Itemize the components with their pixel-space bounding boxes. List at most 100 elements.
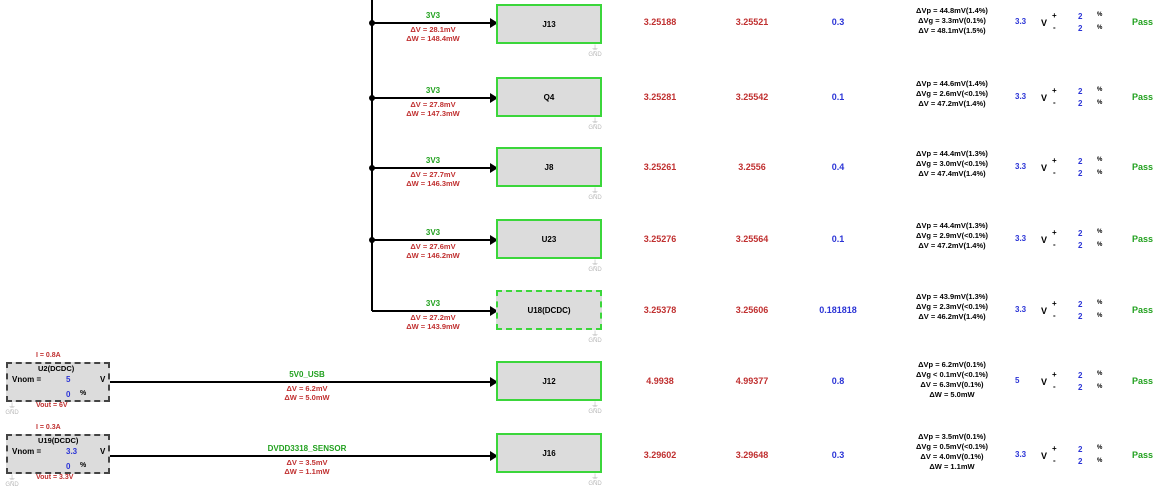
branch-line [372, 239, 492, 241]
branch-line [110, 455, 492, 457]
component-name: J8 [544, 162, 554, 172]
ground-symbol: ⏚GND [585, 331, 605, 345]
tolerance-unit-v: V [1041, 306, 1048, 316]
tolerance-plus-value: 2 [1078, 445, 1083, 454]
component-box[interactable]: Q4 [496, 77, 602, 117]
tolerance-minus-value: 2 [1078, 24, 1083, 33]
ground-label: GND [5, 410, 19, 416]
component-box[interactable]: J16 [496, 433, 602, 473]
tolerance-unit-v: V [1041, 18, 1048, 28]
voltage-value-2: 3.25542 [735, 92, 769, 102]
component-box[interactable]: J12 [496, 361, 602, 401]
tolerance-minus-value: 2 [1078, 99, 1083, 108]
drop-summary: ΔVp = 44.4mV(1.3%)ΔVg = 3.0mV(<0.1%)ΔV =… [872, 149, 1032, 179]
drop-summary-line: ΔVp = 44.6mV(1.4%) [916, 79, 988, 88]
ground-label: GND [588, 338, 602, 344]
ground-icon: ⏚ [591, 187, 599, 196]
tolerance-minus-sign: - [1053, 23, 1056, 32]
source-pct-unit: % [80, 390, 87, 397]
net-name-label: 5V0_USB [289, 370, 325, 379]
component-name: U18(DCDC) [527, 305, 571, 315]
tolerance-plus-value: 2 [1078, 157, 1083, 166]
drop-summary-line: ΔVp = 3.5mV(0.1%) [918, 432, 986, 441]
arrow-head [490, 451, 498, 461]
drop-summary-line: ΔVg = 2.3mV(<0.1%) [915, 302, 989, 311]
power-drop-label: ΔW = 143.9mW [406, 322, 460, 331]
branch-line [372, 22, 492, 24]
ground-icon: ⏚ [591, 117, 599, 126]
voltage-value-1: 3.25378 [643, 305, 677, 315]
status-badge: Pass [1132, 305, 1154, 315]
component-box[interactable]: J13 [496, 4, 602, 44]
junction-dot [369, 165, 375, 171]
tolerance-unit-v: V [1041, 235, 1048, 245]
drop-summary-line: ΔV = 4.0mV(0.1%) [920, 452, 984, 461]
component-name: J16 [542, 448, 556, 458]
ground-label: GND [588, 195, 602, 201]
component-box[interactable]: U23 [496, 219, 602, 259]
source-pct-value: 0 [66, 462, 71, 471]
power-drop-label: ΔW = 148.4mW [406, 34, 460, 43]
source-current-label: I = 0.8A [36, 352, 61, 359]
ground-icon: ⏚ [591, 401, 599, 410]
tolerance-plus-value: 2 [1078, 300, 1083, 309]
drop-summary-line: ΔVg = 3.0mV(<0.1%) [915, 159, 989, 168]
voltage-value-2: 3.29648 [735, 450, 769, 460]
tolerance-plus-sign: + [1052, 11, 1057, 20]
net-name-label: DVDD3318_SENSOR [267, 444, 347, 453]
tolerance-plus-sign: + [1052, 86, 1057, 95]
voltage-value-1: 4.9938 [646, 376, 674, 386]
drop-summary-line: ΔV = 6.3mV(0.1%) [920, 380, 984, 389]
tolerance-unit-v: V [1041, 377, 1048, 387]
component-box[interactable]: U18(DCDC) [496, 290, 602, 330]
drop-summary-line: ΔVp = 44.4mV(1.3%) [916, 149, 988, 158]
tolerance-plus-percent: % [1097, 229, 1103, 235]
drop-summary-line: ΔW = 5.0mW [929, 390, 975, 399]
ground-symbol: ⏚GND [585, 474, 605, 488]
tolerance-unit-v: V [1041, 451, 1048, 461]
tolerance-minus-percent: % [1097, 100, 1103, 106]
voltage-drop-label: ΔV = 27.7mV [410, 170, 456, 179]
ground-label: GND [588, 125, 602, 131]
ground-symbol: ⏚GND [2, 403, 22, 417]
component-name: U23 [541, 234, 557, 244]
ground-symbol: ⏚GND [585, 117, 605, 132]
bus-vertical-line [371, 0, 373, 311]
status-badge: Pass [1132, 376, 1154, 386]
power-drop-label: ΔW = 1.1mW [284, 467, 330, 476]
drop-summary: ΔVp = 44.8mV(1.4%)ΔVg = 3.3mV(0.1%)ΔV = … [872, 6, 1032, 36]
voltage-drop-label: ΔV = 27.2mV [410, 313, 456, 322]
tolerance-unit-v: V [1041, 163, 1048, 173]
voltage-drop-label: ΔV = 28.1mV [410, 25, 456, 34]
drop-summary: ΔVp = 3.5mV(0.1%)ΔVg = 0.5mV(<0.1%)ΔV = … [872, 432, 1032, 472]
source-vnom-value: 5 [66, 375, 71, 384]
nominal-voltage: 3.3 [1015, 162, 1027, 171]
drop-summary: ΔVp = 6.2mV(0.1%)ΔVg < 0.1mV(<0.1%)ΔV = … [872, 360, 1032, 400]
drop-summary: ΔVp = 43.9mV(1.3%)ΔVg = 2.3mV(<0.1%)ΔV =… [872, 292, 1032, 322]
source-name: U2(DCDC) [38, 364, 75, 373]
drop-summary-line: ΔVg = 3.3mV(0.1%) [918, 16, 986, 25]
ground-label: GND [588, 481, 602, 487]
voltage-drop-label: ΔV = 6.2mV [286, 384, 328, 393]
ground-label: GND [588, 409, 602, 415]
current-value: 0.1 [831, 92, 845, 102]
tolerance-plus-percent: % [1097, 87, 1103, 93]
ground-label: GND [588, 52, 602, 58]
tolerance-plus-percent: % [1097, 12, 1103, 18]
nominal-voltage: 3.3 [1015, 17, 1027, 26]
component-box[interactable]: J8 [496, 147, 602, 187]
arrow-head [490, 377, 498, 387]
voltage-value-1: 3.25188 [643, 17, 677, 27]
source-current-label: I = 0.3A [36, 424, 61, 431]
tolerance-plus-sign: + [1052, 370, 1057, 379]
voltage-value-1: 3.29602 [643, 450, 677, 460]
source-vout-label: Vout = 6V [36, 402, 68, 409]
tolerance-plus-sign: + [1052, 299, 1057, 308]
status-badge: Pass [1132, 450, 1154, 460]
nominal-voltage: 3.3 [1015, 450, 1027, 459]
junction-dot [369, 95, 375, 101]
voltage-drop-label: ΔV = 27.8mV [410, 100, 456, 109]
current-value: 0.181818 [819, 305, 857, 315]
